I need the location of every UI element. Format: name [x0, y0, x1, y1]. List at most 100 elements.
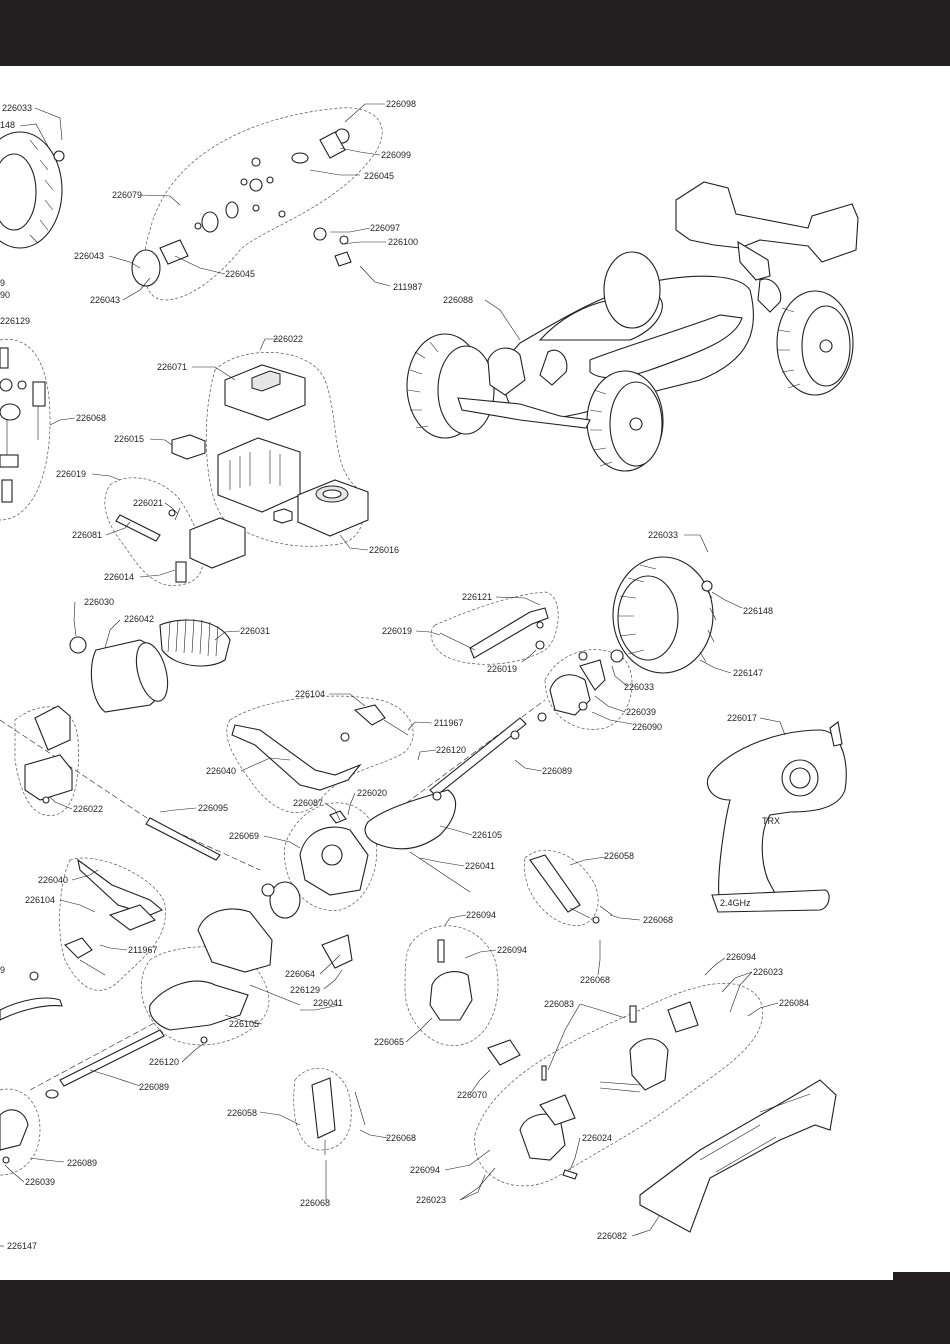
- part-label: 226021: [133, 498, 163, 508]
- part-label: 226079: [112, 190, 142, 200]
- tire-right: [610, 556, 717, 674]
- part-label: 226100: [388, 237, 418, 247]
- group-outline-shock-tower-front: [226, 695, 414, 813]
- transmitter: 2.4GHz TRX: [706, 721, 847, 913]
- part-label: 226089: [67, 1158, 97, 1168]
- part-label: 9: [0, 965, 5, 975]
- motor: [69, 636, 169, 713]
- part-label: 226043: [74, 251, 104, 261]
- header-band: [0, 0, 950, 66]
- rear-hub-carrier-mid: [429, 939, 521, 1066]
- rear-shock-tower: [64, 858, 164, 976]
- group-outline-diff: [143, 107, 383, 301]
- part-label: 226068: [643, 915, 673, 925]
- group-outline-front-steer: [430, 591, 559, 665]
- group-outline-electronics: [205, 352, 364, 547]
- esc-unit: [297, 479, 369, 537]
- part-label: 226094: [497, 945, 527, 955]
- part-label: 226058: [604, 851, 634, 861]
- group-outline-front-bumper: [14, 706, 79, 816]
- transmitter-band-text: 2.4GHz: [720, 898, 751, 908]
- assembly-line-rear-shaft: [29, 1019, 161, 1091]
- part-label: 226089: [139, 1082, 169, 1092]
- part-label: 226030: [84, 597, 114, 607]
- front-shock: [529, 854, 613, 924]
- center-drive-shafts: [145, 712, 547, 861]
- part-label: 226019: [382, 626, 412, 636]
- front-bulkhead: [299, 810, 369, 896]
- buggy-illustration: [406, 181, 859, 472]
- part-label: 226082: [597, 1231, 627, 1241]
- servo: [115, 507, 246, 583]
- part-label: 226094: [726, 952, 756, 962]
- page-tab: [893, 1272, 950, 1282]
- rear-shock: [311, 1077, 366, 1155]
- part-label: 226090: [632, 722, 662, 732]
- part-label: 226039: [626, 707, 656, 717]
- part-label: 226120: [436, 745, 466, 755]
- part-label: 226040: [206, 766, 236, 776]
- steering-parts-left: [0, 347, 46, 503]
- group-outline-rear-tower: [59, 857, 166, 991]
- part-label: 226098: [386, 99, 416, 109]
- part-label: 226024: [582, 1133, 612, 1143]
- part-label: 226033: [2, 103, 32, 113]
- exploded-parts-diagram: 2.4GHz TRX: [0, 99, 859, 1251]
- center-diff-parts: [131, 128, 352, 287]
- part-label: 226020: [357, 788, 387, 798]
- part-label: 226014: [104, 572, 134, 582]
- part-label: 226068: [300, 1198, 330, 1208]
- part-label: 226031: [240, 626, 270, 636]
- part-label: 226094: [466, 910, 496, 920]
- part-label: 226033: [624, 682, 654, 692]
- part-label: 226120: [149, 1057, 179, 1067]
- part-label: 226023: [416, 1195, 446, 1205]
- part-label: 226083: [544, 999, 574, 1009]
- receiver-box: [171, 364, 306, 524]
- part-label: 226033: [648, 530, 678, 540]
- part-label: 226039: [25, 1177, 55, 1187]
- front-steering-link: [439, 607, 549, 659]
- part-label: 226099: [381, 150, 411, 160]
- part-label: 226121: [462, 592, 492, 602]
- transmitter-switch-text: TRX: [762, 816, 780, 826]
- part-label: 211987: [393, 282, 422, 292]
- part-label: 226089: [542, 766, 572, 776]
- part-label: 226017: [727, 713, 757, 723]
- part-label: 90: [0, 290, 10, 300]
- front-suspension-arm: [364, 789, 471, 893]
- part-label: 226041: [313, 998, 343, 1008]
- part-label: 226068: [76, 413, 106, 423]
- part-label: 226068: [386, 1133, 416, 1143]
- footer-band: [0, 1280, 950, 1344]
- part-label: 226129: [0, 316, 30, 326]
- part-label: 226069: [229, 831, 259, 841]
- part-label: 226058: [227, 1108, 257, 1118]
- group-outline-rear-shock: [293, 1067, 352, 1151]
- rear-diff-bulkhead: [197, 881, 353, 973]
- group-outline-servo: [104, 477, 204, 586]
- part-label: 226104: [25, 895, 55, 905]
- part-label: 226105: [472, 830, 502, 840]
- group-outline-steering-left: [0, 339, 51, 521]
- part-label: 9: [0, 278, 5, 288]
- part-label: 226081: [72, 530, 102, 540]
- part-label: 226042: [124, 614, 154, 624]
- part-label: 226022: [273, 334, 303, 344]
- part-label: 226088: [443, 295, 473, 305]
- part-label: 226084: [779, 998, 809, 1008]
- part-label: 226068: [580, 975, 610, 985]
- part-label: 226015: [114, 434, 144, 444]
- rear-upright-assembly: [519, 1001, 699, 1180]
- part-label: 226022: [73, 804, 103, 814]
- part-label: 226129: [290, 985, 320, 995]
- part-label: 226064: [285, 969, 315, 979]
- part-label: 226016: [369, 545, 399, 555]
- rear-driveshaft: [0, 971, 165, 1099]
- group-outline-shock-front: [524, 849, 599, 927]
- part-label: 226104: [295, 689, 325, 699]
- part-label: 226148: [743, 606, 773, 616]
- part-label: 226070: [457, 1090, 487, 1100]
- leader-lines: [0, 103, 786, 1247]
- wheel-top-left: [0, 131, 65, 249]
